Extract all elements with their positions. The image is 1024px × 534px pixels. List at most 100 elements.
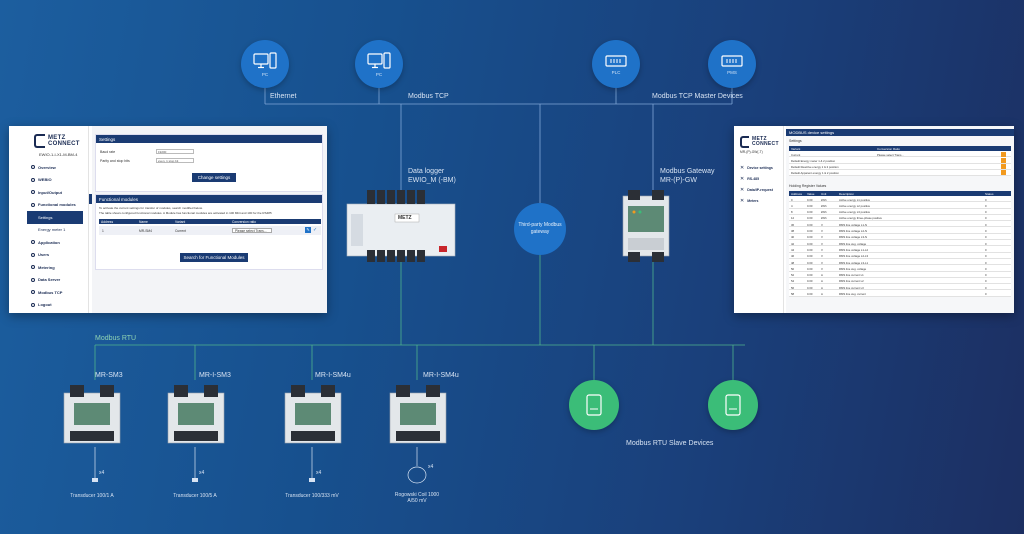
functional-modules-desc-2: The table shows configured functional mo… [99,211,272,215]
sidebar-item-label: Logout [38,302,52,308]
nav-icon [31,290,35,295]
functional-module-1 [62,385,122,447]
plc-node: PLC [592,40,640,88]
third-party-gateway-node: Third-party Modbus gateway [514,203,566,255]
module-4-name: MR-I-SM4u [423,372,459,379]
sidebar-item[interactable]: Energy meter 1 [31,224,88,237]
sidebar-item-label: Users [38,252,50,258]
conversion-ratio-select[interactable]: Please select Trans... [232,227,272,233]
sidebar-item[interactable]: Overview [31,161,88,174]
sidebar-item[interactable]: Input/Output [31,186,88,199]
sidebar-item-label: Modbus TCP [38,289,63,295]
sensor-4-label: Rogowski Coil 1000 A/50 mV [394,492,440,504]
search-functional-modules-button[interactable]: Search for Functional Modules [180,253,248,262]
functional-module-4 [388,385,448,447]
pc-node-2: PC [355,40,403,88]
table-row: Default Reactive energy 1 & 2 position [789,163,1011,170]
device-model: MR-(P)-GW(-T) [740,150,763,154]
settings-card-title: Settings [96,135,322,143]
functional-modules-card: Functional modules To activate the curre… [95,194,323,270]
pms-label: PMS [727,69,737,75]
check-icon[interactable]: ✓ [313,227,318,233]
slave-device-icon [586,394,602,416]
conversion-ratio-select[interactable]: Please select Trans... [877,152,904,157]
nav-icon: ✕ [740,186,745,193]
slave-device-node-2 [708,380,758,430]
edit-icon[interactable] [1001,151,1006,157]
modules-table-header: Address Name Variant Conversion ratio [99,219,321,224]
modbus-gateway-label: Modbus Gateway [660,168,715,175]
sidebar-item[interactable]: Application [31,236,88,249]
device-model: EWIO-1-I-X1-M-BM-4 [39,152,78,157]
table-row: Default Energy meter 1 & 2 position [789,157,1011,164]
sidebar-item[interactable]: Metering [31,261,88,274]
baud-rate-select[interactable]: 19200 [156,149,194,154]
sidebar-item[interactable]: ✕Meters [740,195,783,206]
sidebar-item-label: RS-485 [747,176,760,181]
pms-icon [721,54,743,67]
sidebar-item-label: Energy meter 1 [38,227,66,233]
edit-icon[interactable] [1001,170,1006,176]
nav-icon [31,277,35,282]
main-content: Settings Baud rate 19200 Parity and stop… [92,126,327,313]
sidebar-item[interactable]: Users [31,249,88,262]
nav-icon [31,265,35,270]
sidebar-item[interactable]: ✕RS-485 [740,173,783,184]
sidebar-item-label: WEBIO [38,177,52,183]
pc-icon [367,51,391,69]
edit-icon[interactable] [1001,164,1006,170]
modbus-gateway-device [620,190,672,262]
page-title: MODBUS device settings [786,129,1014,136]
sidebar-item-label: Settings [38,214,53,220]
sidebar-item[interactable]: Logout [31,299,88,312]
sidebar-item[interactable]: Functional modules [31,199,88,212]
gateway-node-label: Third-party Modbus gateway [518,222,562,235]
probe-mark-4: x4 [428,464,434,470]
sidebar-item[interactable]: WEBIO [31,174,88,187]
sidebar-item[interactable]: ✕Device settings [740,162,783,173]
sidebar-item-label: Data/IP-request [747,187,773,192]
sidebar-item[interactable]: Settings [27,211,83,224]
slave-device-node-1 [569,380,619,430]
sidebar-item[interactable]: Modbus TCP [31,286,88,299]
sidebar-item-label: Device settings [747,165,773,170]
probe-mark-3: x4 [316,470,322,476]
sidebar-item[interactable]: Data Server [31,274,88,287]
sensor-3-label: Transducer 100/333 mV [285,493,339,499]
sidebar-nav: ✕Device settings✕RS-485✕Data/IP-request✕… [734,162,783,206]
edit-icon[interactable]: ✎ [305,226,311,233]
nav-icon [31,240,35,245]
sidebar-item[interactable]: ✕Data/IP-request [740,184,783,195]
edit-icon[interactable] [1001,157,1006,163]
parity-label: Parity and stop bits [100,159,130,163]
nav-icon [31,302,35,307]
module-3-name: MR-I-SM4u [315,372,351,379]
pms-node: PMS [708,40,756,88]
module-2-name: MR-I-SM3 [199,372,231,379]
parity-select[interactable]: even, 1 stop bit [156,158,194,163]
sidebar-item-label: Application [38,239,60,245]
module-1-name: MR-SM3 [95,372,123,379]
rtu-slave-label: Modbus RTU Slave Devices [626,440,714,447]
sidebar-collapse-toggle[interactable] [89,194,93,204]
change-settings-button[interactable]: Change settings [192,173,236,182]
settings-card: Settings Baud rate 19200 Parity and stop… [95,134,323,192]
ethernet-label: Ethernet [270,93,297,100]
sensor-2-label: Transducer 100/5 A [173,493,217,499]
